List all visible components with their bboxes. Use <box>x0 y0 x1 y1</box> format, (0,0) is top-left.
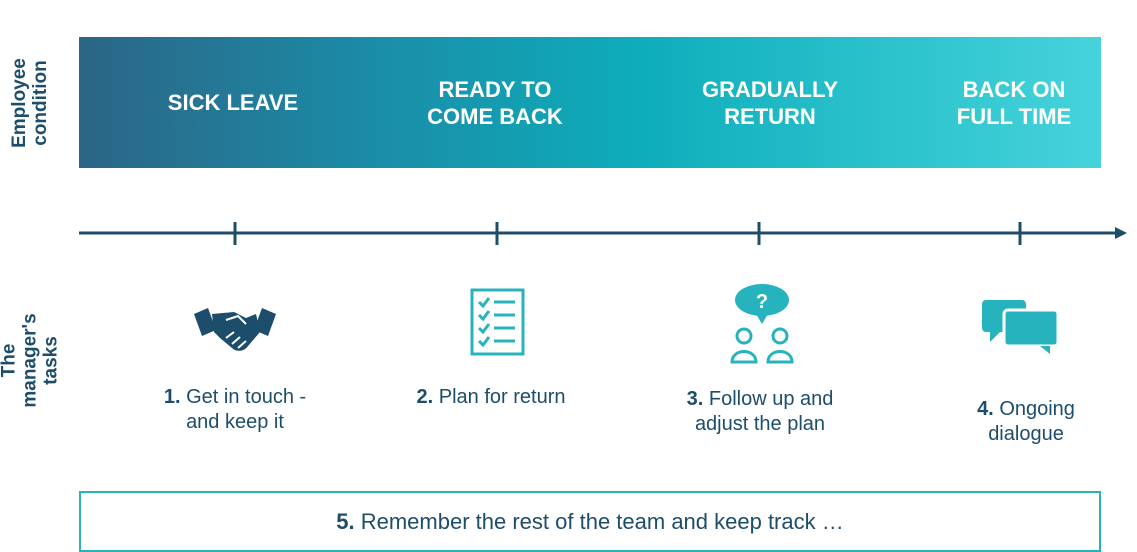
timeline-arrowhead <box>1115 227 1127 239</box>
task-4-text: 4. Ongoing dialogue <box>906 397 1137 447</box>
stage-gradually-return: GRADUALLY RETURN <box>701 76 839 129</box>
task-1-text: 1. Get in touch - and keep it <box>115 385 355 435</box>
task-1-label: Get in touch - and keep it <box>186 386 307 433</box>
team-reminder-box: 5. Remember the rest of the team and kee… <box>79 491 1101 552</box>
task-2-number: 2. <box>416 386 434 408</box>
task-2-text: 2. Plan for return <box>371 385 611 410</box>
stage-sick-leave: SICK LEAVE <box>167 90 299 115</box>
timeline-arrow <box>79 222 1127 245</box>
team-text: Remember the rest of the team and keep t… <box>360 508 844 534</box>
task-3-label: Follow up and adjust the plan <box>694 388 834 435</box>
checklist-icon <box>470 288 525 356</box>
task-4-label: Ongoing dialogue <box>988 398 1075 445</box>
people-question-icon: ? <box>722 282 802 366</box>
task-4-number: 4. <box>977 398 994 420</box>
chat-bubbles-icon <box>980 298 1060 356</box>
employee-condition-label: Employee condition <box>9 57 52 148</box>
manager-tasks-label: The manager's tasks <box>0 312 62 408</box>
question-mark: ? <box>756 291 768 313</box>
stage-ready-to-come-back: READY TO COME BACK <box>427 76 563 129</box>
task-3-number: 3. <box>686 388 704 410</box>
employee-condition-banner: SICK LEAVE READY TO COME BACK GRADUALLY … <box>79 37 1101 168</box>
handshake-icon <box>190 300 280 360</box>
team-number: 5. <box>336 508 355 534</box>
task-2-label: Plan for return <box>438 386 566 408</box>
manager-tasks-label-wrap: The manager's tasks <box>0 280 62 440</box>
task-3-text: 3. Follow up and adjust the plan <box>640 387 880 437</box>
task-1-number: 1. <box>163 386 181 408</box>
employee-condition-label-wrap: Employee condition <box>0 37 60 168</box>
stage-back-on-full-time: BACK ON FULL TIME <box>956 76 1072 129</box>
